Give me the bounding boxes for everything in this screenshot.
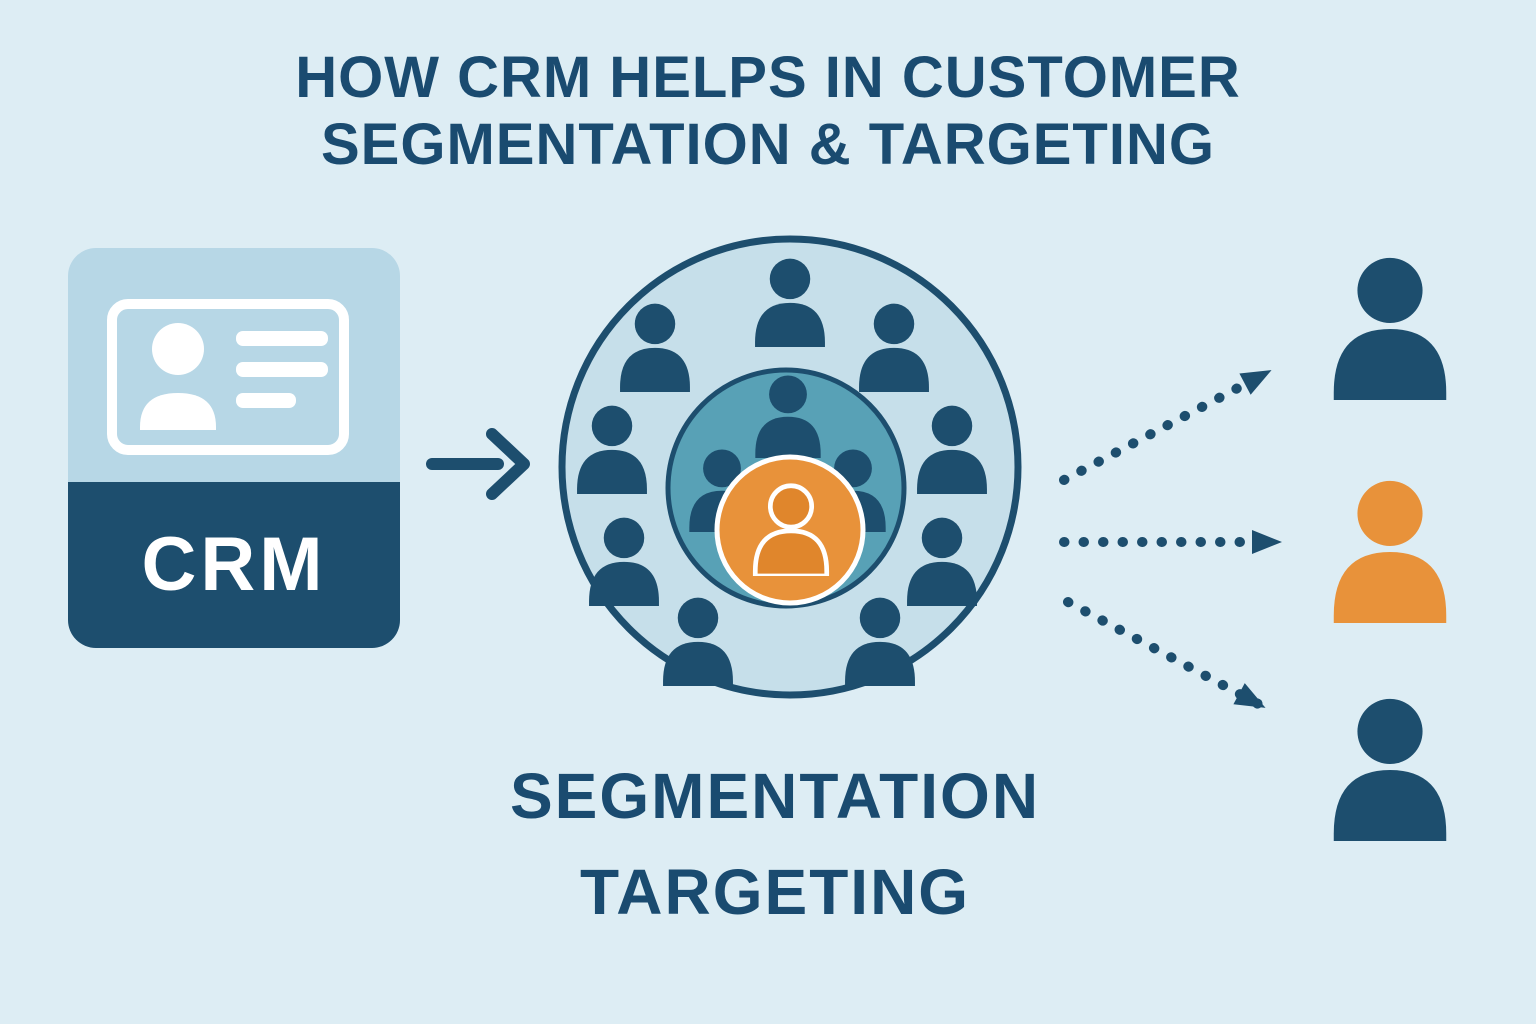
id-card-icon (107, 299, 349, 455)
page-title: HOW CRM HELPS IN CUSTOMER SEGMENTATION &… (0, 44, 1536, 179)
persona-bottom-person-icon (1333, 698, 1447, 841)
title-line-1: HOW CRM HELPS IN CUSTOMER (295, 45, 1241, 110)
title-line-2: SEGMENTATION & TARGETING (321, 112, 1215, 178)
persona-top-person-icon (1333, 257, 1447, 400)
crm-card-bottom (68, 482, 400, 648)
dotted-arrow-icon (1063, 597, 1267, 711)
center-labels: SEGMENTATION TARGETING (385, 748, 1165, 940)
crm-label: CRM (141, 522, 326, 607)
segmentation-circles (558, 235, 1022, 699)
arrow-right-icon (426, 428, 530, 500)
persona-middle-person-icon (1333, 480, 1447, 623)
crm-card: CRM (68, 248, 400, 648)
right-personas (1333, 257, 1447, 841)
dotted-arrow-icon (1059, 367, 1273, 485)
targeting-label: TARGETING (579, 856, 971, 928)
dotted-arrows (1059, 367, 1283, 711)
segmentation-label: SEGMENTATION (509, 760, 1041, 832)
